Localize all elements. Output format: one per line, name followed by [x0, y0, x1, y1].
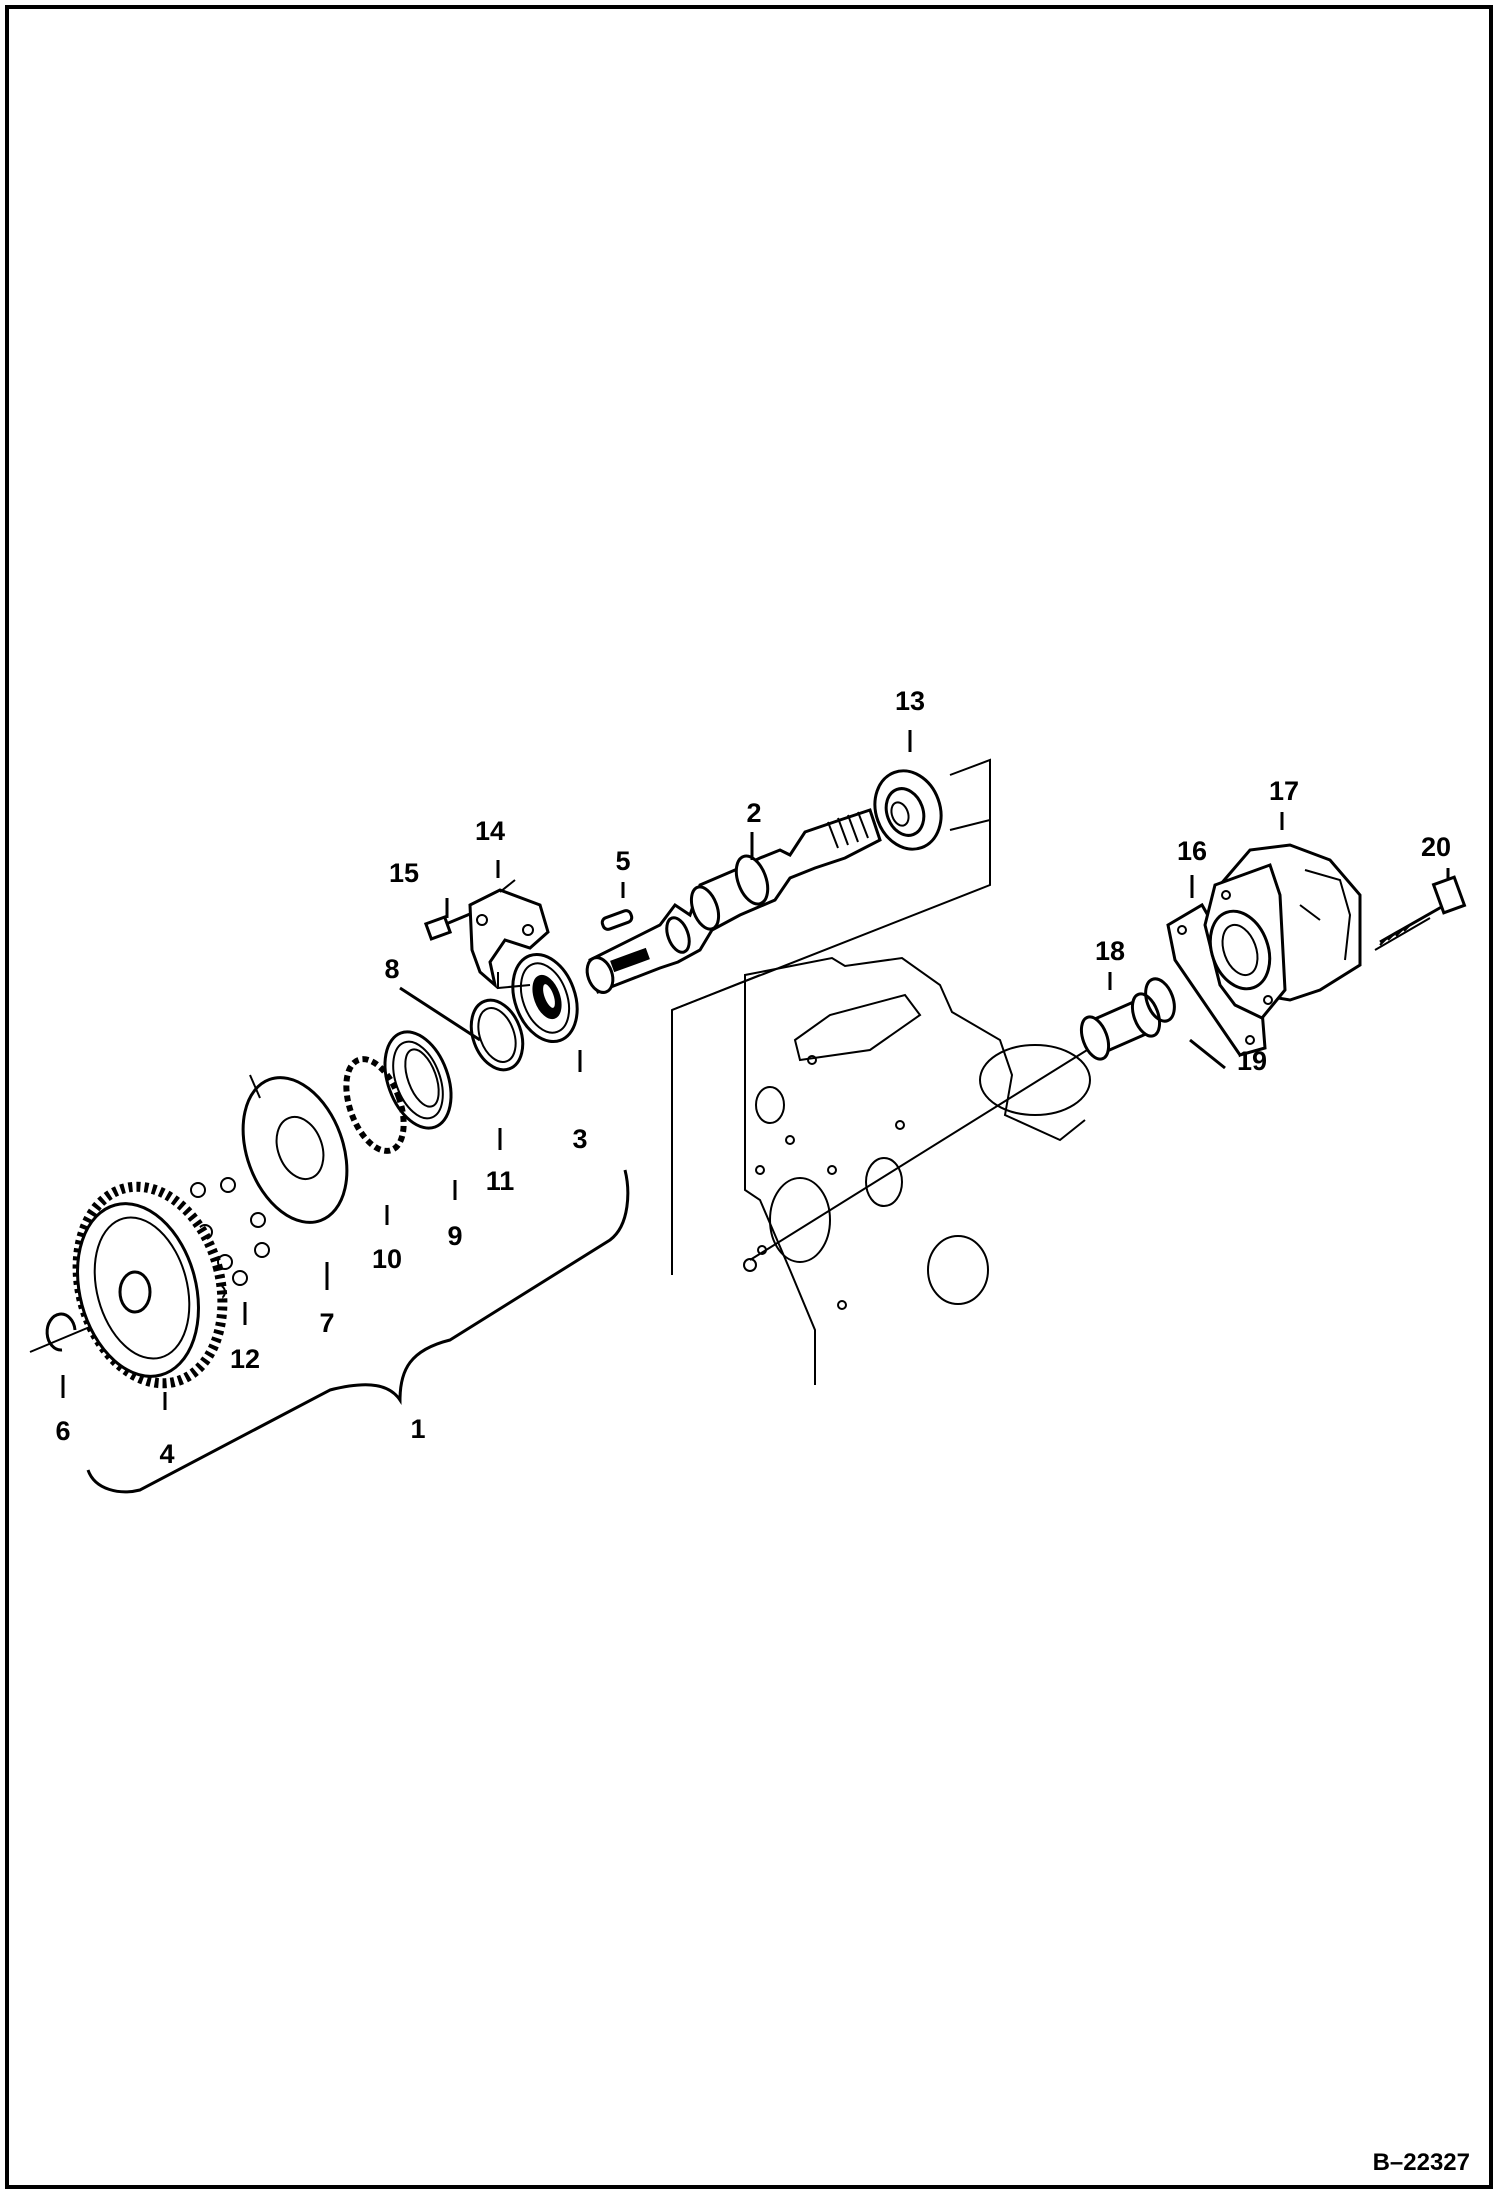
- callout-11: 11: [486, 1166, 515, 1196]
- retainer-14: [468, 879, 550, 990]
- callout-17: 17: [1269, 776, 1299, 806]
- drive-shaft-2: [585, 808, 882, 994]
- callout-13: 13: [895, 686, 925, 716]
- leader-lines: [61, 730, 1450, 1494]
- key-5: [600, 909, 634, 931]
- callout-7: 7: [319, 1308, 334, 1338]
- sleeve-18: [1079, 992, 1162, 1061]
- callout-3: 3: [572, 1124, 587, 1154]
- callout-10: 10: [372, 1244, 402, 1274]
- bearing-13: [873, 758, 991, 851]
- callout-15: 15: [389, 858, 419, 888]
- callout-20: 20: [1421, 832, 1451, 862]
- bearing-3: [511, 952, 579, 1044]
- seal-9: [383, 1030, 453, 1130]
- gear-4: [72, 1181, 228, 1389]
- snap-ring-6: [45, 1312, 77, 1352]
- callout-14: 14: [475, 816, 505, 846]
- o-ring-19: [1144, 977, 1176, 1023]
- callout-4: 4: [159, 1439, 174, 1469]
- plate-7: [241, 1074, 349, 1224]
- callout-5: 5: [615, 846, 630, 876]
- o-ring-10: [343, 1056, 407, 1154]
- callout-2: 2: [746, 798, 761, 828]
- bolt-15: [423, 912, 471, 941]
- callout-9: 9: [447, 1221, 462, 1251]
- snap-ring-11: [469, 998, 525, 1072]
- callout-8: 8: [384, 954, 399, 984]
- callout-labels: 1 2 3 4 5 6 7 8 9 10 11 12 13 14 15 16 1…: [55, 686, 1451, 1469]
- pump-17: [1203, 843, 1362, 1020]
- callout-6: 6: [55, 1416, 70, 1446]
- callout-16: 16: [1177, 836, 1207, 866]
- bolt-20: [1374, 875, 1467, 951]
- page-border: [5, 5, 1493, 2189]
- callout-18: 18: [1095, 936, 1125, 966]
- callout-1: 1: [410, 1414, 425, 1444]
- callout-12: 12: [230, 1344, 260, 1374]
- engine-housing: [671, 760, 1091, 1385]
- callout-19: 19: [1237, 1046, 1267, 1076]
- gasket-16: [1166, 902, 1267, 1057]
- document-id: B–22327: [1373, 2149, 1470, 2176]
